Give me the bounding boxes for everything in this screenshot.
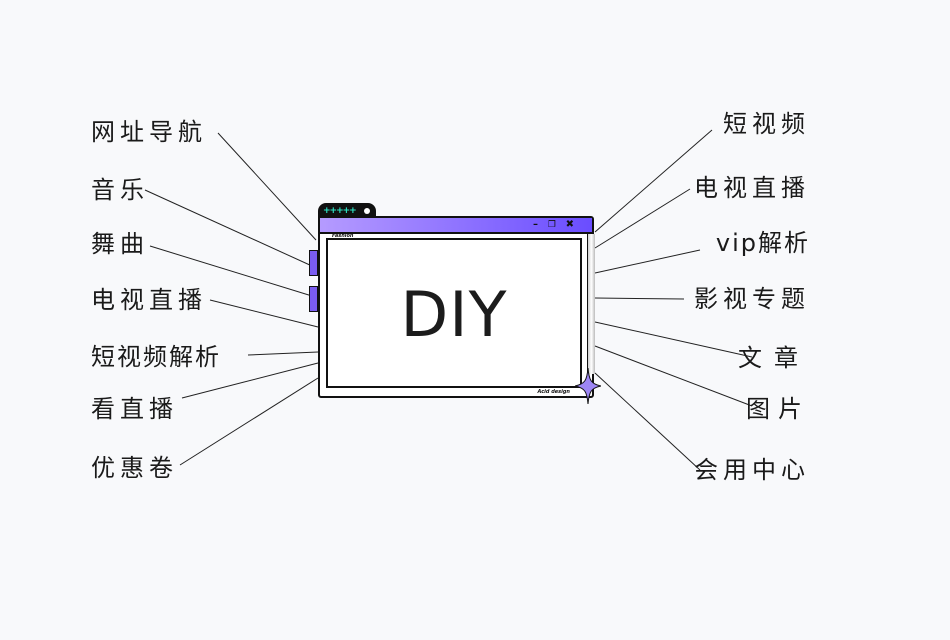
- label-left-3[interactable]: 舞曲: [91, 230, 149, 258]
- connector-right-3: [594, 249, 701, 274]
- connector-right-2: [594, 188, 691, 249]
- connector-left-5: [247, 351, 319, 356]
- label-left-5[interactable]: 短视频解析: [91, 343, 221, 371]
- connector-right-4: [594, 297, 685, 300]
- connector-left-7: [179, 377, 319, 466]
- label-right-5[interactable]: 文章: [738, 344, 810, 372]
- sparkle-icon: [575, 368, 601, 404]
- window-scrollbar: [587, 234, 595, 374]
- label-left-6[interactable]: 看直播: [91, 395, 178, 423]
- label-left-7[interactable]: 优惠卷: [91, 454, 178, 482]
- label-right-4[interactable]: 影视专题: [694, 285, 810, 313]
- window-frame: – ❐ ✖ Fashion DIY Acid design: [318, 216, 594, 398]
- connector-right-7: [594, 372, 701, 471]
- window-side-tab-2: [309, 286, 318, 312]
- window-titlebar: – ❐ ✖: [320, 218, 592, 234]
- window-center-text: DIY: [400, 278, 508, 351]
- connector-left-6: [181, 362, 319, 399]
- close-icon[interactable]: ✖: [565, 219, 574, 230]
- connector-right-5: [594, 321, 753, 358]
- window-footer-text: Acid design: [537, 389, 570, 395]
- window-side-tab-1: [309, 250, 318, 276]
- minimize-icon[interactable]: –: [533, 219, 538, 230]
- connector-right-1: [594, 129, 713, 233]
- label-right-2[interactable]: 电视直播: [694, 174, 810, 202]
- window-tab-text: +++++: [323, 206, 357, 216]
- label-left-2[interactable]: 音乐: [91, 176, 149, 204]
- label-right-1[interactable]: 短视频: [723, 110, 810, 138]
- connector-left-3: [149, 245, 313, 297]
- connector-left-4: [209, 299, 319, 328]
- connector-left-2: [144, 189, 313, 267]
- connector-left-1: [217, 132, 317, 241]
- label-left-1[interactable]: 网址导航: [91, 118, 207, 146]
- label-right-7[interactable]: 会用中心: [694, 456, 810, 484]
- window-content: DIY: [326, 238, 582, 388]
- label-right-3[interactable]: vip解析: [715, 229, 810, 257]
- window-tab-dot-icon: [364, 208, 370, 214]
- restore-icon[interactable]: ❐: [547, 220, 556, 230]
- label-left-4[interactable]: 电视直播: [91, 286, 207, 314]
- label-right-6[interactable]: 图片: [746, 395, 810, 423]
- window-title-left: Fashion: [332, 233, 354, 239]
- connector-right-6: [594, 345, 753, 407]
- window-tab: +++++: [318, 203, 376, 220]
